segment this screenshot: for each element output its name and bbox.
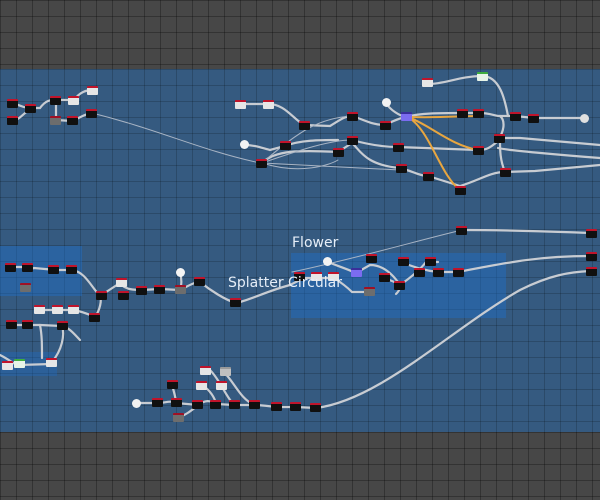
graph-node[interactable] [216, 381, 227, 390]
graph-node[interactable] [347, 112, 358, 121]
graph-node[interactable] [380, 121, 391, 130]
graph-node[interactable] [192, 400, 203, 409]
graph-node[interactable] [6, 320, 17, 329]
graph-node[interactable] [152, 398, 163, 407]
graph-node[interactable] [328, 272, 339, 281]
graph-node[interactable] [167, 380, 178, 389]
graph-node[interactable] [52, 305, 63, 314]
color-node-icon[interactable] [351, 268, 362, 277]
graph-node[interactable] [456, 226, 467, 235]
graph-node[interactable] [25, 104, 36, 113]
graph-node[interactable] [586, 267, 597, 276]
graph-node[interactable] [154, 285, 165, 294]
graph-node[interactable] [280, 141, 291, 150]
graph-node[interactable] [382, 98, 391, 107]
graph-node[interactable] [116, 278, 127, 287]
graph-node[interactable] [230, 298, 241, 307]
graph-node[interactable] [240, 140, 249, 149]
graph-node[interactable] [20, 283, 31, 292]
graph-node[interactable] [2, 361, 13, 370]
graph-node[interactable] [333, 148, 344, 157]
graph-node[interactable] [398, 257, 409, 266]
graph-node[interactable] [46, 358, 57, 367]
graph-node[interactable] [477, 72, 488, 81]
graph-node[interactable] [473, 109, 484, 118]
graph-node[interactable] [433, 268, 444, 277]
graph-node[interactable] [229, 400, 240, 409]
graph-node[interactable] [510, 112, 521, 121]
graph-node[interactable] [7, 99, 18, 108]
graph-node[interactable] [89, 313, 100, 322]
graph-node[interactable] [22, 263, 33, 272]
graph-node[interactable] [132, 399, 141, 408]
graph-node[interactable] [311, 272, 322, 281]
graph-node[interactable] [414, 268, 425, 277]
graph-node[interactable] [176, 268, 185, 277]
graph-node[interactable] [294, 272, 305, 281]
graph-node[interactable] [528, 114, 539, 123]
graph-node[interactable] [48, 265, 59, 274]
graph-node[interactable] [235, 100, 246, 109]
graph-node[interactable] [379, 273, 390, 282]
graph-node[interactable] [393, 143, 404, 152]
graph-node[interactable] [249, 400, 260, 409]
graph-node[interactable] [220, 367, 231, 376]
graph-node[interactable] [173, 413, 184, 422]
graph-node[interactable] [256, 159, 267, 168]
graph-node[interactable] [290, 402, 301, 411]
graph-node[interactable] [175, 285, 186, 294]
graph-node[interactable] [196, 381, 207, 390]
graph-node[interactable] [500, 168, 511, 177]
graph-node[interactable] [473, 146, 484, 155]
graph-node[interactable] [310, 403, 321, 412]
graph-node[interactable] [66, 265, 77, 274]
graph-node[interactable] [586, 229, 597, 238]
graph-node[interactable] [323, 257, 332, 266]
graph-node[interactable] [394, 281, 405, 290]
graph-node[interactable] [171, 398, 182, 407]
graph-node[interactable] [366, 254, 377, 263]
graph-node[interactable] [200, 366, 211, 375]
graph-node[interactable] [494, 134, 505, 143]
graph-node[interactable] [422, 78, 433, 87]
graph-node[interactable] [271, 402, 282, 411]
graph-node[interactable] [586, 252, 597, 261]
graph-node[interactable] [50, 96, 61, 105]
graph-node[interactable] [425, 257, 436, 266]
graph-node[interactable] [67, 116, 78, 125]
graph-node[interactable] [5, 263, 16, 272]
graph-node[interactable] [423, 172, 434, 181]
graph-node[interactable] [50, 116, 61, 125]
graph-node[interactable] [96, 291, 107, 300]
graph-node[interactable] [347, 136, 358, 145]
graph-node[interactable] [136, 286, 147, 295]
graph-node[interactable] [457, 109, 468, 118]
color-node-icon[interactable] [401, 112, 412, 121]
graph-node[interactable] [453, 268, 464, 277]
output-node-icon[interactable] [580, 114, 589, 123]
graph-node[interactable] [22, 320, 33, 329]
graph-node[interactable] [455, 186, 466, 195]
graph-node[interactable] [68, 305, 79, 314]
graph-node[interactable] [299, 121, 310, 130]
frame-title-splatter[interactable]: Splatter Circular [228, 275, 342, 291]
graph-node[interactable] [210, 400, 221, 409]
graph-node[interactable] [14, 359, 25, 368]
graph-node[interactable] [87, 86, 98, 95]
graph-node[interactable] [364, 287, 375, 296]
graph-node[interactable] [68, 96, 79, 105]
graph-node[interactable] [194, 277, 205, 286]
graph-node[interactable] [34, 305, 45, 314]
graph-node[interactable] [86, 109, 97, 118]
graph-node[interactable] [57, 321, 68, 330]
frame-title-flower[interactable]: Flower [292, 235, 339, 251]
graph-node[interactable] [396, 164, 407, 173]
graph-node[interactable] [118, 291, 129, 300]
graph-node[interactable] [263, 100, 274, 109]
graph-node[interactable] [7, 116, 18, 125]
